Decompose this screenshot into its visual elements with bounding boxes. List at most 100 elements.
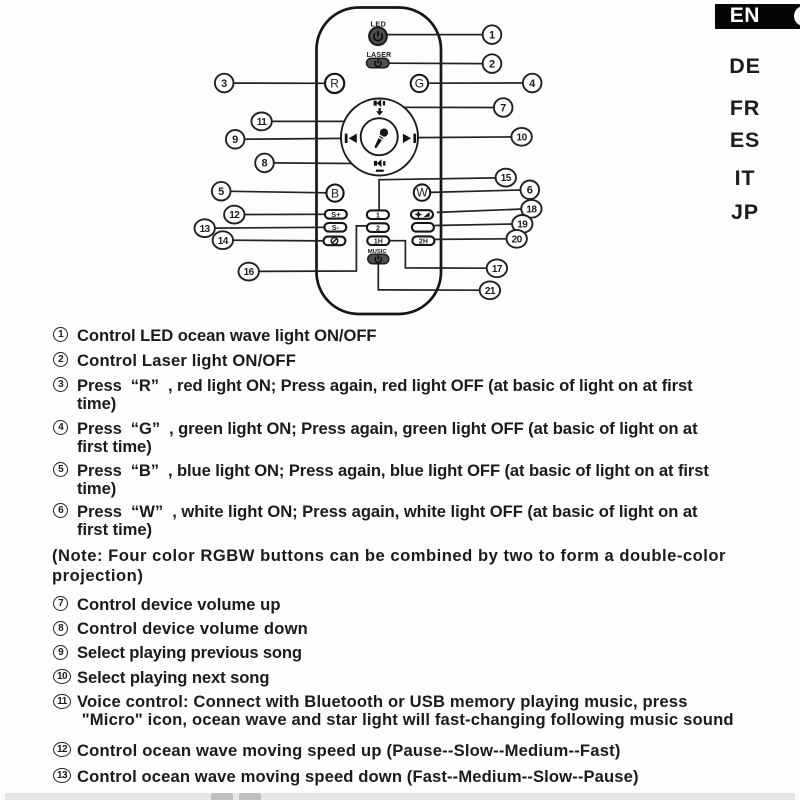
- s-plus-label: S+: [331, 210, 341, 219]
- tab-notch: [793, 6, 800, 27]
- item-text: Control device volume down: [77, 619, 309, 638]
- language-de[interactable]: DE: [729, 53, 761, 78]
- item-number-badge: 11: [53, 693, 71, 709]
- color-buttons: [323, 72, 432, 203]
- svg-text:17: 17: [492, 264, 503, 275]
- item-number-badge: 2: [53, 352, 69, 368]
- svg-text:16: 16: [244, 267, 255, 278]
- callout-16: 16: [237, 261, 260, 282]
- callout-21: 21: [478, 280, 502, 301]
- callout-1: 1: [481, 24, 503, 45]
- callout-2: 2: [481, 53, 503, 74]
- callout-3: 3: [213, 72, 235, 94]
- language-es[interactable]: ES: [729, 128, 761, 153]
- language-sidebar: EN DE FR ES IT JP: [690, 0, 800, 240]
- microphone-icon: [374, 128, 389, 149]
- svg-text:18: 18: [526, 204, 537, 215]
- item-number-badge: 3: [53, 377, 69, 393]
- language-tab-en-label: EN: [729, 4, 760, 28]
- item-text: Press “B” , blue light ON; Press again, …: [77, 460, 709, 498]
- item-text: Select playing next song: [77, 667, 270, 687]
- callout-7: 7: [492, 97, 514, 118]
- item-number-badge: 12: [53, 742, 71, 758]
- timer-2-label: 2: [376, 225, 380, 232]
- svg-text:9: 9: [232, 134, 238, 146]
- svg-text:6: 6: [527, 185, 533, 197]
- remote-diagram: LED LASER R G B W: [193, 6, 543, 316]
- r-button: [323, 72, 346, 95]
- callout-10: 10: [510, 126, 533, 147]
- svg-text:12: 12: [229, 210, 240, 221]
- callout-9: 9: [224, 129, 246, 150]
- w-button: [412, 183, 432, 202]
- callout-20: 20: [505, 228, 528, 249]
- item-number-badge: 9: [53, 644, 69, 660]
- svg-text:4: 4: [529, 78, 536, 90]
- callout-13: 13: [193, 218, 216, 239]
- svg-text:10: 10: [517, 132, 528, 143]
- callout-11: 11: [250, 111, 273, 132]
- item-text: Control ocean wave moving speed down (Fa…: [77, 766, 639, 786]
- svg-text:19: 19: [517, 220, 528, 231]
- item-number-badge: 1: [53, 327, 69, 343]
- next-track-icon: [402, 133, 417, 143]
- item-number-badge: 13: [53, 768, 71, 784]
- led-button: LED: [368, 19, 388, 47]
- svg-text:21: 21: [485, 286, 496, 297]
- svg-text:13: 13: [200, 224, 211, 235]
- note-text: (Note: Four color RGBW buttons can be co…: [52, 546, 726, 585]
- svg-text:14: 14: [218, 236, 229, 247]
- svg-text:1: 1: [489, 29, 495, 41]
- timer-1-button: [365, 209, 390, 221]
- callout-8: 8: [254, 152, 275, 174]
- item-text: Select playing previous song: [77, 643, 302, 662]
- callout-18: 18: [520, 198, 543, 219]
- svg-text:2: 2: [489, 58, 495, 70]
- callout-bubbles: 1 2 3 4 5 6 7 8 9 10 11 12 13 14 15 16 1…: [193, 24, 543, 301]
- callout-17: 17: [485, 258, 509, 279]
- item-number-badge: 10: [53, 669, 71, 685]
- item-text: Control ocean wave moving speed up (Paus…: [77, 740, 621, 760]
- item-number-badge: 7: [53, 596, 69, 612]
- svg-text:11: 11: [257, 117, 268, 128]
- language-it[interactable]: IT: [734, 165, 756, 190]
- callout-14: 14: [211, 230, 234, 251]
- item-number-badge: 5: [53, 462, 69, 478]
- callout-15: 15: [494, 167, 517, 188]
- language-tab-en[interactable]: EN: [714, 3, 800, 29]
- music-button: MUSIC: [367, 249, 390, 265]
- item-number-badge: 4: [53, 420, 69, 436]
- volume-up-icon: [373, 99, 386, 116]
- item-text: Press “G” , green light ON; Press again,…: [77, 418, 698, 456]
- power-icon: [374, 255, 383, 264]
- item-number-badge: 6: [53, 503, 69, 519]
- right-oval-buttons: 2H: [409, 209, 436, 247]
- power-icon: [372, 30, 384, 42]
- item-text: Control device volume up: [77, 594, 281, 614]
- bottom-cropped-strip: [5, 793, 795, 800]
- timer-1h-label: 1H: [374, 238, 383, 245]
- svg-text:15: 15: [501, 173, 512, 184]
- callout-5: 5: [210, 180, 232, 202]
- language-fr[interactable]: FR: [729, 95, 761, 120]
- timer-2h-button: [411, 235, 436, 247]
- nav-wheel: [340, 97, 419, 177]
- middle-oval-buttons: 1 2 1H: [365, 209, 391, 247]
- prev-track-icon: [344, 133, 357, 143]
- svg-text:8: 8: [261, 158, 267, 170]
- svg-text:7: 7: [500, 102, 506, 114]
- s-minus-button: [323, 221, 348, 233]
- w-label: W: [416, 186, 428, 200]
- item-text: Voice control: Connect with Bluetooth or…: [77, 692, 734, 730]
- svg-text:20: 20: [512, 234, 523, 245]
- laser-button: LASER: [365, 52, 391, 69]
- svg-text:3: 3: [221, 78, 227, 90]
- callout-12: 12: [223, 204, 246, 225]
- power-icon: [374, 59, 382, 68]
- r-label: R: [330, 77, 339, 91]
- flash-off-icon: [330, 236, 339, 245]
- cropped-button-1: [211, 793, 233, 800]
- svg-text:5: 5: [218, 186, 224, 198]
- language-jp[interactable]: JP: [731, 199, 759, 224]
